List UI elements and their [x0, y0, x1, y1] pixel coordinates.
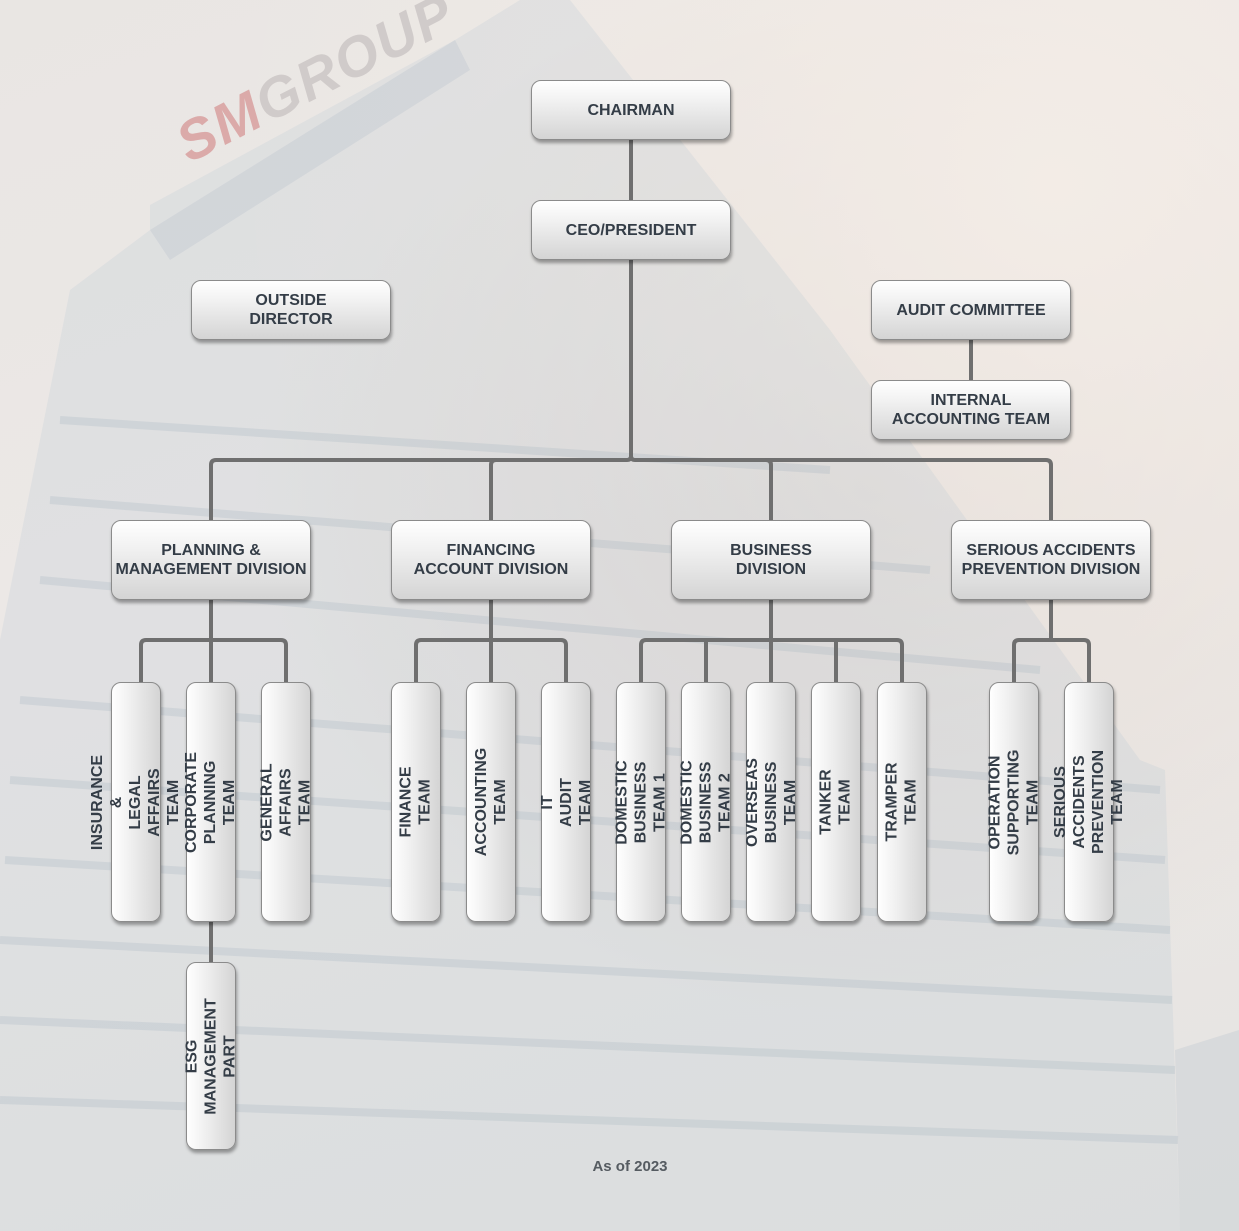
corporate-planning-team-box: CORPORATE PLANNING TEAM — [184, 682, 239, 922]
accounting-team-label: ACCOUNTING TEAM — [473, 747, 509, 857]
it-audit-team-label: IT AUDIT TEAM — [538, 777, 594, 827]
tramper-team-box: TRAMPER TEAM — [877, 682, 927, 922]
serious-accidents-prevention-division-box: SERIOUS ACCIDENTS PREVENTION DIVISION — [951, 520, 1151, 600]
internal-accounting-team-box: INTERNAL ACCOUNTING TEAM — [871, 380, 1071, 440]
finance-team-label: FINANCE TEAM — [398, 766, 435, 838]
general-affairs-team-label: GENERAL AFFAIRS TEAM — [258, 762, 314, 842]
overseas-business-team-label: OVERSEAS BUSINESS TEAM — [743, 757, 799, 847]
financing-account-division-box: FINANCING ACCOUNT DIVISION — [391, 520, 591, 600]
chairman-box: CHAIRMAN — [531, 80, 731, 140]
esg-management-part-label: ESG MANAGEMENT PART — [183, 997, 239, 1115]
insurance-legal-affairs-team-box: INSURANCE & LEGAL AFFAIRS TEAM — [90, 682, 183, 922]
insurance-legal-affairs-team-label: INSURANCE & LEGAL AFFAIRS TEAM — [89, 754, 183, 850]
domestic-business-team-2-box: DOMESTIC BUSINESS TEAM 2 — [679, 682, 734, 922]
operation-supporting-team-label: OPERATION SUPPORTING TEAM — [986, 749, 1042, 855]
domestic-business-team-1-label: DOMESTIC BUSINESS TEAM 1 — [613, 759, 669, 845]
serious-accidents-prevention-team-label: SERIOUS ACCIDENTS PREVENTION TEAM — [1052, 749, 1127, 855]
general-affairs-team-box: GENERAL AFFAIRS TEAM — [259, 682, 314, 922]
esg-management-part-box: ESG MANAGEMENT PART — [184, 962, 239, 1150]
accounting-team-box: ACCOUNTING TEAM — [466, 682, 516, 922]
domestic-business-team-1-box: DOMESTIC BUSINESS TEAM 1 — [614, 682, 669, 922]
as-of-date: As of 2023 — [592, 1158, 668, 1175]
tanker-team-label: TANKER TEAM — [818, 769, 855, 835]
overseas-business-team-box: OVERSEAS BUSINESS TEAM — [744, 682, 799, 922]
corporate-planning-team-label: CORPORATE PLANNING TEAM — [183, 751, 239, 853]
tramper-team-label: TRAMPER TEAM — [884, 762, 921, 842]
it-audit-team-box: IT AUDIT TEAM — [539, 682, 594, 922]
domestic-business-team-2-label: DOMESTIC BUSINESS TEAM 2 — [678, 759, 734, 845]
ceo-president-box: CEO/PRESIDENT — [531, 200, 731, 260]
audit-committee-box: AUDIT COMMITTEE — [871, 280, 1071, 340]
outside-director-box: OUTSIDE DIRECTOR — [191, 280, 391, 340]
tanker-team-box: TANKER TEAM — [811, 682, 861, 922]
serious-accidents-prevention-team-box: SERIOUS ACCIDENTS PREVENTION TEAM — [1052, 682, 1126, 922]
business-division-box: BUSINESS DIVISION — [671, 520, 871, 600]
operation-supporting-team-box: OPERATION SUPPORTING TEAM — [987, 682, 1042, 922]
finance-team-box: FINANCE TEAM — [391, 682, 441, 922]
planning-management-division-box: PLANNING & MANAGEMENT DIVISION — [111, 520, 311, 600]
